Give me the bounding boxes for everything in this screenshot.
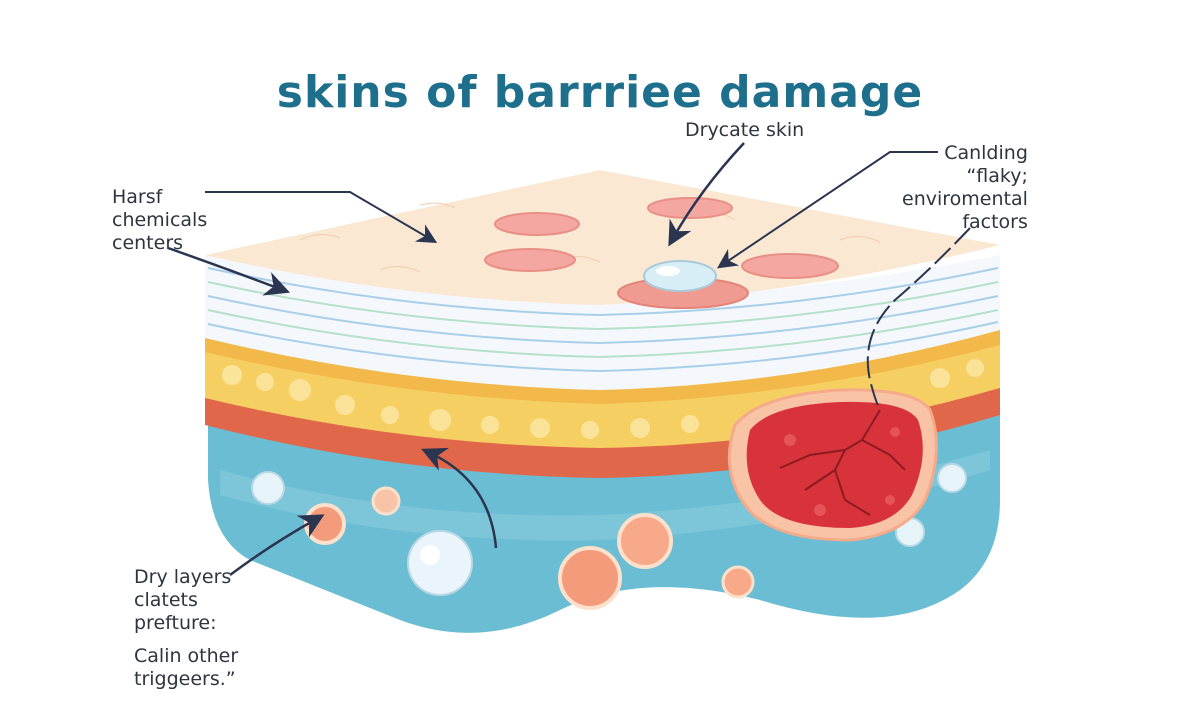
arrow-environmental xyxy=(866,227,971,411)
callout-drycate-skin: Drycate skin xyxy=(685,119,804,142)
callout-line: Canlding xyxy=(944,142,1028,164)
callout-arrows xyxy=(167,142,971,577)
cracked-patch-icon xyxy=(727,388,938,542)
callout-harsh-chemicals: Harsf chemicals centers xyxy=(112,186,207,255)
callout-line: triggeers.” xyxy=(134,668,236,690)
callout-line: Harsf xyxy=(112,186,163,208)
callout-line: Dry layers xyxy=(134,566,232,588)
callout-line: factors xyxy=(962,211,1028,233)
arrow-calin xyxy=(229,514,325,577)
callout-line: “flaky; xyxy=(966,165,1028,187)
arrow-harsh-epidermis xyxy=(167,246,291,296)
callout-line: chemicals xyxy=(112,209,208,231)
fat-globules xyxy=(222,359,984,439)
water-droplet-icon xyxy=(643,260,717,292)
callout-line: prefture: xyxy=(134,612,217,634)
arrow-harsh-surface xyxy=(205,191,438,244)
callout-line: Calin other xyxy=(134,645,239,667)
callout-line: enviromental xyxy=(902,188,1028,210)
epidermis-lines xyxy=(207,267,999,373)
arrow-dry-layers xyxy=(421,447,498,549)
arrow-drycate xyxy=(668,142,745,247)
callout-gap xyxy=(134,635,238,645)
diagram-title: skins of barrriee damage xyxy=(276,67,924,119)
callout-line: Drycate skin xyxy=(685,119,805,141)
callout-canlding: Canlding “flaky; enviromental factors xyxy=(902,142,1028,234)
callout-dry-layers: Dry layers clatets prefture: Calin other… xyxy=(134,566,238,691)
subcutis-bubbles xyxy=(251,463,967,610)
arrow-canlding xyxy=(717,151,938,269)
callout-line: clatets xyxy=(134,589,198,611)
callout-line: centers xyxy=(112,232,184,254)
fat-layer-top xyxy=(205,325,1000,404)
subcutis-highlight xyxy=(220,450,990,541)
